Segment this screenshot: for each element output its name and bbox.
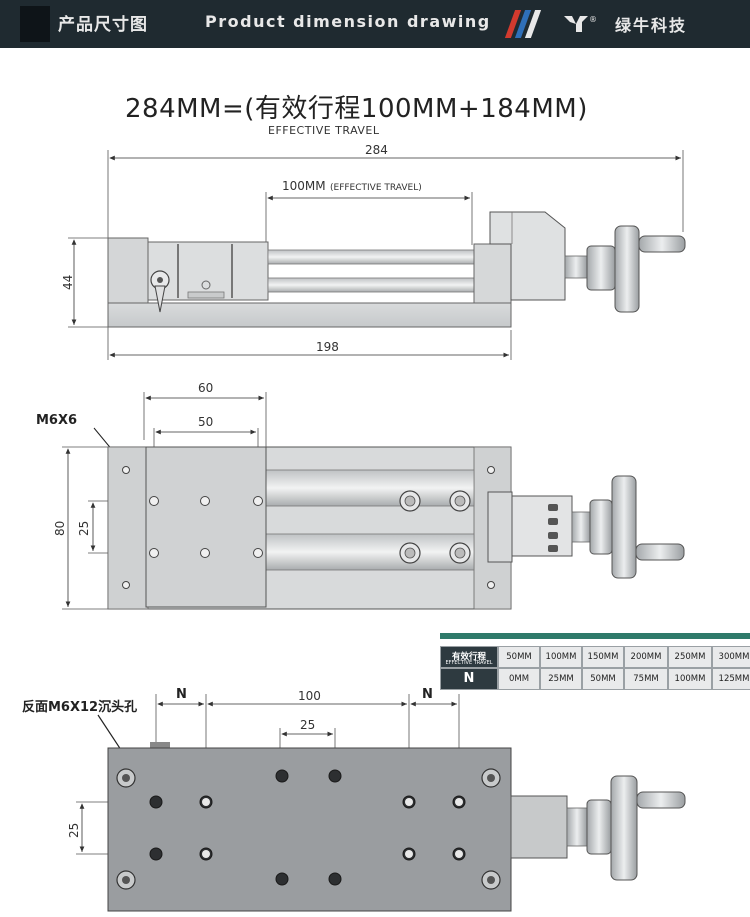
table-cell-n: 25MM bbox=[540, 668, 582, 690]
dim-base-length: 198 bbox=[316, 340, 339, 354]
dim-height: 44 bbox=[61, 275, 75, 290]
table-header-travel-cn: 有效行程 bbox=[451, 652, 486, 662]
table-header-travel-en: EFFECTIVE TRAVEL bbox=[445, 660, 493, 666]
n-label-left: N bbox=[176, 687, 187, 702]
company-name: 绿牛科技 bbox=[615, 16, 688, 35]
company-logo-icon: ® bbox=[564, 15, 596, 32]
dim-total-length: 284 bbox=[365, 143, 388, 157]
table-header-n: N bbox=[440, 668, 498, 690]
table-cell-n: 125MM bbox=[712, 668, 750, 690]
table-cell-travel: 250MM bbox=[668, 646, 712, 668]
side-view: 284 100MM (EFFECTIVE TRAVEL) 44 198 bbox=[61, 143, 686, 360]
table-cell-n: 75MM bbox=[624, 668, 668, 690]
table-cell-travel: 300MM bbox=[712, 646, 750, 668]
table-row-n: N 0MM 25MM 50MM 75MM 100MM 125MM bbox=[440, 668, 750, 690]
counterbore-label: 反面M6X12沉头孔 bbox=[22, 699, 137, 715]
table-accent-bar bbox=[440, 633, 750, 639]
dim-inner-spacing: 50 bbox=[198, 415, 213, 429]
table-header-travel: 有效行程 EFFECTIVE TRAVEL bbox=[440, 646, 498, 668]
dim-travel-paren: (EFFECTIVE TRAVEL) bbox=[330, 183, 422, 193]
table-cell-travel: 150MM bbox=[582, 646, 624, 668]
bottom-view: N 100 N 25 50 25 反面M6X12沉头孔 bbox=[22, 687, 686, 912]
table-cell-n: 100MM bbox=[668, 668, 712, 690]
table-row-travel: 有效行程 EFFECTIVE TRAVEL 50MM 100MM 150MM 2… bbox=[440, 646, 750, 668]
dim-width: 80 bbox=[53, 521, 67, 536]
dim-row-spacing: 25 bbox=[77, 521, 91, 536]
banner-en-title: Product dimension drawing bbox=[205, 12, 491, 31]
banner-cn-title: 产品尺寸图 bbox=[58, 15, 148, 35]
table-cell-travel: 100MM bbox=[540, 646, 582, 668]
length-formula: 284MM=(有效行程100MM+184MM) bbox=[125, 94, 588, 124]
svg-text:®: ® bbox=[589, 15, 596, 24]
dim-outer-spacing: 60 bbox=[198, 381, 213, 395]
table-cell-n: 50MM bbox=[582, 668, 624, 690]
length-formula-subtitle: EFFECTIVE TRAVEL bbox=[268, 124, 380, 137]
table-cell-travel: 50MM bbox=[498, 646, 540, 668]
dim-span: 100 bbox=[298, 689, 321, 703]
header-banner: 产品尺寸图 Product dimension drawing ® 绿牛科技 bbox=[0, 0, 750, 48]
dim-bottom-inner-spacing: 25 bbox=[300, 718, 315, 732]
table-cell-n: 0MM bbox=[498, 668, 540, 690]
dim-bottom-row-spacing: 25 bbox=[67, 823, 81, 838]
n-label-right: N bbox=[422, 687, 433, 702]
hole-label-m6x6: M6X6 bbox=[36, 413, 77, 428]
banner-accent-block bbox=[20, 6, 50, 42]
dim-travel-main: 100MM bbox=[282, 179, 326, 193]
table-cell-travel: 200MM bbox=[624, 646, 668, 668]
top-view: 60 50 80 25 M6X6 bbox=[36, 381, 685, 610]
